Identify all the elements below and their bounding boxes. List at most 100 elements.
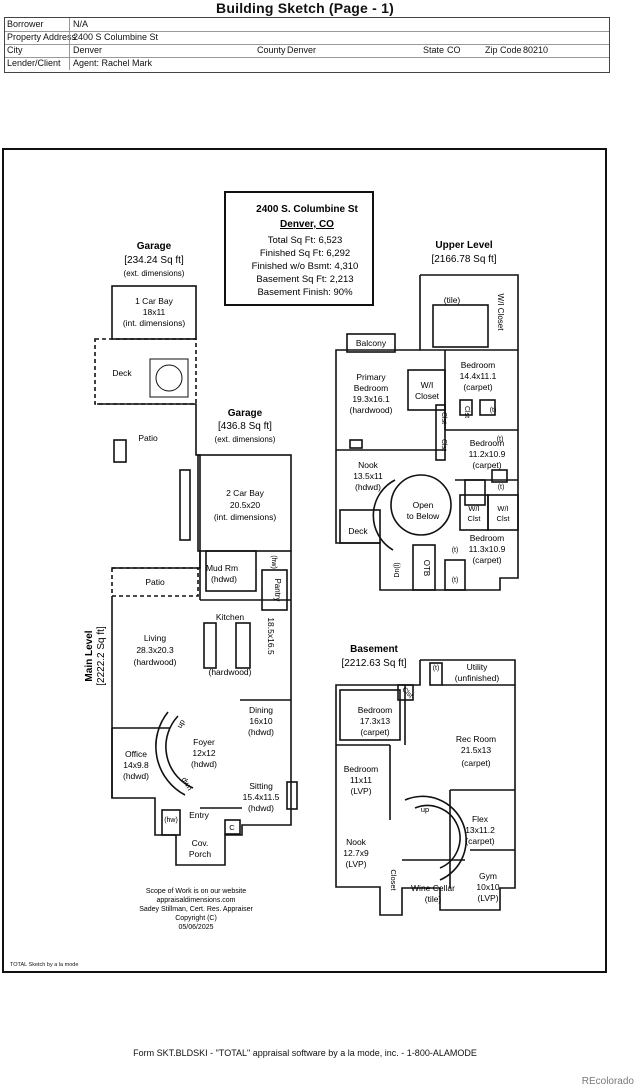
label-bbed1-floor: (carpet) [360, 727, 389, 737]
lender-label: Lender/Client [7, 58, 61, 68]
upper-level-walls [335, 274, 519, 591]
label-t3: (t) [452, 577, 459, 584]
garage1-note: (ext. dimensions) [124, 269, 185, 278]
county-value: Denver [287, 45, 317, 55]
credits-l2: appraisaldimensions.com [157, 897, 236, 904]
address-label: Property Address [7, 32, 77, 42]
label-bed2: Bedroom [470, 438, 505, 448]
label-wine: Wine Cellar [411, 883, 455, 893]
city-label: City [7, 45, 23, 55]
city-value: Denver [73, 45, 103, 55]
label-bbed1: Bedroom [358, 705, 393, 715]
label-rec: Rec Room [456, 734, 496, 744]
upper-level-sqft: [2166.78 Sq ft] [431, 254, 496, 265]
label-primary-floor: (hardwood) [350, 405, 393, 415]
label-rec-dim: 21.5x13 [461, 745, 492, 755]
label-t5: (t) [452, 547, 459, 554]
label-otb: OTB [422, 560, 431, 576]
basement-walls [335, 659, 516, 916]
floor-plan-sketch: 2400 S. Columbine St Denver, CO Total Sq… [84, 191, 519, 931]
label-t1: (t) [490, 407, 497, 414]
summary-line2: Denver, CO [280, 219, 334, 230]
header-row-borrower: Borrower N/A [5, 18, 609, 32]
label-dn-b: dn [421, 806, 429, 815]
label-gym-floor: (LVP) [477, 893, 498, 903]
state-value: CO [447, 45, 461, 55]
label-office-dim: 14x9.8 [123, 760, 149, 770]
label-mud: Mud Rm [206, 563, 238, 573]
label-bbed2-floor: (LVP) [350, 786, 371, 796]
main-level-walls [94, 285, 298, 866]
lender-value: Agent: Rachel Mark [73, 58, 153, 68]
garage2-dim: 20.5x20 [230, 500, 261, 510]
label-closet-b: Closet [389, 869, 398, 891]
label-nook-u-dim: 13.5x11 [353, 471, 383, 481]
label-nook-b-floor: (LVP) [345, 859, 366, 869]
label-kitchen-dim: 18.5x16.5 [266, 617, 276, 655]
label-bed3: Bedroom [470, 533, 505, 543]
summary-finished-wo: Finished w/o Bsmt: 4,310 [252, 261, 359, 272]
label-living-dim: 28.3x20.3 [136, 645, 174, 655]
label-porch: Cov. [192, 838, 209, 848]
garage2-room: 2 Car Bay [226, 488, 265, 498]
credits-l5: 05/06/2025 [178, 924, 213, 931]
label-clst-a: Clst [468, 514, 482, 523]
main-level-labels: Garage [234.24 Sq ft] (ext. dimensions) … [84, 241, 282, 859]
header-row-address: Property Address 2400 S Columbine St [5, 31, 609, 45]
label-flex-floor: (carpet) [465, 836, 494, 846]
label-dwn: dwn [180, 776, 195, 792]
label-nook-u-floor: (hdwd) [355, 482, 381, 492]
label-mud-floor: (hdwd) [211, 574, 237, 584]
sketch-frame [2, 148, 607, 973]
garage1-sqft: [234.24 Sq ft] [124, 255, 184, 266]
label-clst1: Clst [463, 406, 470, 418]
summary-line1: 2400 S. Columbine St [256, 204, 358, 215]
label-tile: (tile) [444, 295, 461, 305]
basement-sqft: [2212.63 Sq ft] [341, 658, 406, 669]
label-primary-dim: 19.3x16.1 [352, 394, 390, 404]
label-open2: to Below [407, 511, 440, 521]
label-bbed2-dim: 11x11 [350, 775, 372, 785]
garage2-note: (ext. dimensions) [215, 435, 276, 444]
garage1-title: Garage [137, 241, 172, 252]
basement-labels: Basement [2212.63 Sq ft] Utility (unfini… [341, 644, 499, 904]
borrower-label: Borrower [7, 19, 44, 29]
label-wine-floor: (tile) [425, 894, 442, 904]
label-up: up [175, 718, 187, 730]
credits-l1: Scope of Work is on our website [146, 888, 246, 895]
label-foyer-dim: 12x12 [192, 748, 215, 758]
label-wi-clst-b: W/I [497, 504, 508, 513]
hot-tub-icon [149, 358, 189, 398]
summary-basement-finish: Basement Finish: 90% [257, 287, 353, 298]
label-primary: Primary [356, 372, 386, 382]
label-utility: Utility [467, 662, 489, 672]
header-row-city: City Denver County Denver State CO Zip C… [5, 44, 609, 58]
label-hw1: (hw) [270, 555, 277, 569]
upper-level-labels: Upper Level [2166.78 Sq ft] (tile) W/I C… [348, 240, 510, 584]
garage2-sqft: [436.8 Sq ft] [218, 421, 272, 432]
software-tag: TOTAL Sketch by a la mode [10, 962, 79, 968]
credits-l3: Sadey Stillman, Cert. Res. Appraiser [139, 906, 253, 913]
label-patio2: Patio [145, 577, 165, 587]
label-foyer: Foyer [193, 737, 215, 747]
label-nook-b-dim: 12.7x9 [343, 848, 369, 858]
address-value: 2400 S Columbine St [73, 32, 159, 42]
label-bbed1-dim: 17.3x13 [360, 716, 391, 726]
label-patio: Patio [138, 433, 158, 443]
main-level-title: Main Level [84, 630, 95, 681]
label-clst-b: Clst [497, 514, 511, 523]
zip-value: 80210 [523, 45, 549, 55]
label-office-floor: (hdwd) [123, 771, 149, 781]
upper-level-title: Upper Level [435, 240, 492, 251]
label-dining-dim: 16x10 [249, 716, 272, 726]
label-bed2-dim: 11.2x10.9 [469, 449, 506, 459]
label-nook-u: Nook [358, 460, 379, 470]
label-bed2-floor: (carpet) [472, 460, 501, 470]
garage1-dim: 18x11 [143, 307, 166, 317]
summary-total: Total Sq Ft: 6,523 [268, 235, 342, 246]
label-pantry: Pantry [273, 578, 282, 601]
label-dining: Dining [249, 705, 273, 715]
label-c: C [229, 823, 235, 832]
label-flex-dim: 13x11.2 [465, 825, 495, 835]
label-clst2: Clst [440, 412, 447, 424]
